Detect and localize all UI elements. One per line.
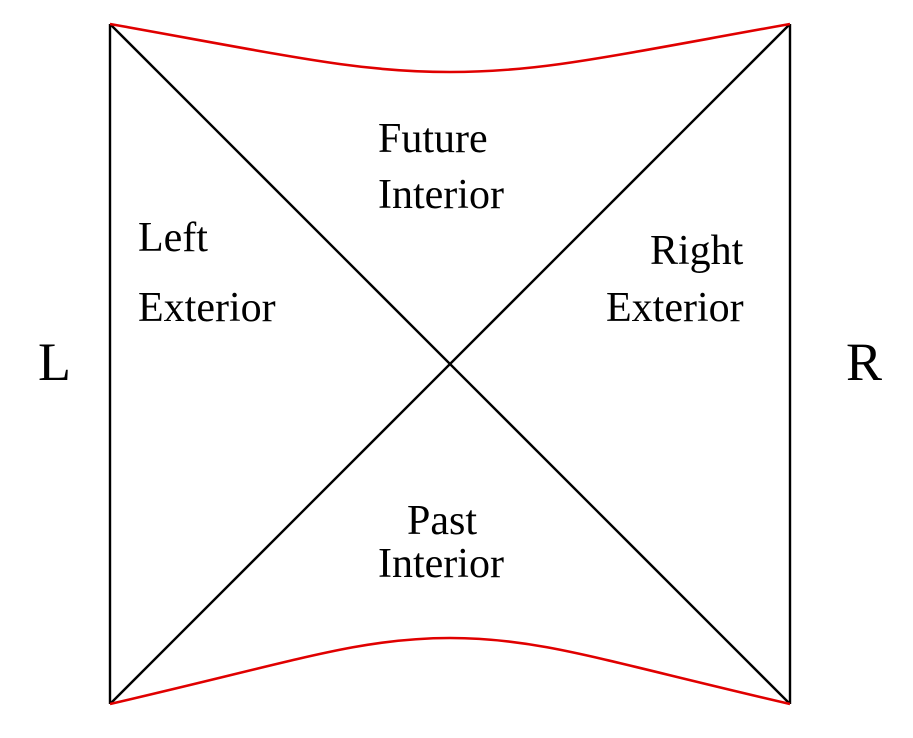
right-side-label: R bbox=[846, 332, 882, 392]
left-exterior-label-line1: Left bbox=[138, 215, 208, 261]
future-interior-label-line2: Interior bbox=[378, 172, 504, 218]
future-singularity-curve bbox=[109, 22, 791, 74]
right-exterior-label-line2: Exterior bbox=[606, 285, 744, 331]
left-exterior-label-line2: Exterior bbox=[138, 285, 276, 331]
past-interior-label-line2: Interior bbox=[378, 541, 504, 587]
past-singularity-curve bbox=[109, 636, 791, 706]
future-interior-label-line1: Future bbox=[378, 116, 488, 162]
right-exterior-label-line1: Right bbox=[650, 228, 744, 274]
past-interior-label-line1: Past bbox=[407, 498, 477, 544]
left-side-label: L bbox=[38, 332, 71, 392]
horizon-diagonal-ascending bbox=[109, 23, 791, 705]
